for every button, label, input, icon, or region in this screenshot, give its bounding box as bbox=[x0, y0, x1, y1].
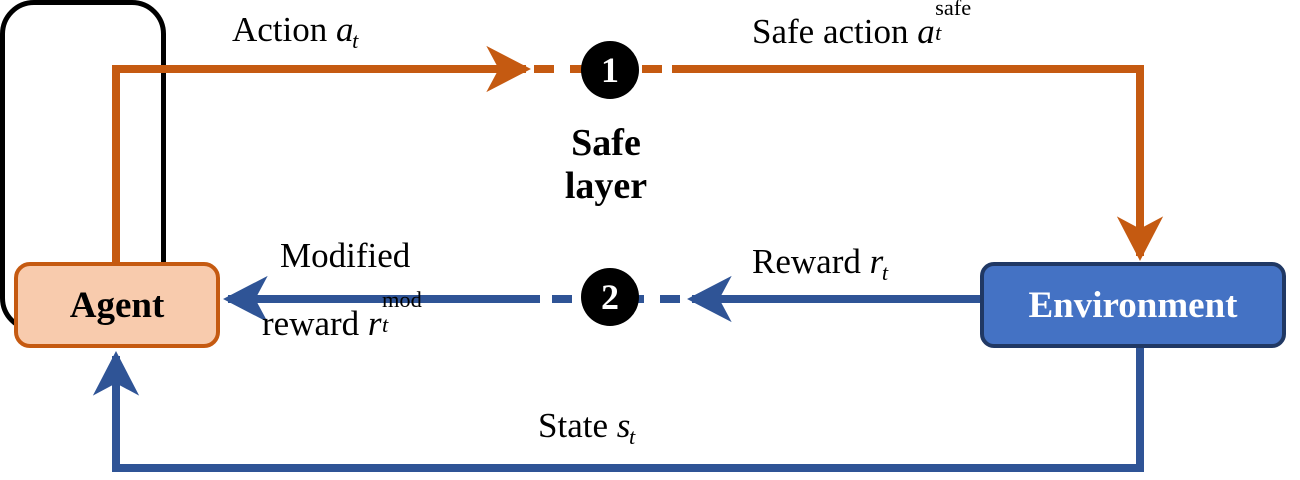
edge-label-action-subscript: t bbox=[352, 27, 359, 53]
edge-label-modified-reward-text1: Modified bbox=[280, 236, 411, 275]
edge-action-line bbox=[112, 45, 531, 262]
agent-node[interactable]: Agent bbox=[14, 262, 220, 348]
step-badge-1-label: 1 bbox=[601, 50, 619, 90]
edge-label-modified-reward-subscript: t bbox=[381, 311, 389, 337]
environment-label: Environment bbox=[1028, 284, 1238, 326]
environment-node[interactable]: Environment bbox=[980, 262, 1286, 348]
edge-label-action-text: Action bbox=[232, 10, 328, 49]
safe-layer-label: Safe layer bbox=[516, 122, 696, 207]
edge-label-state-subscript: t bbox=[629, 423, 636, 449]
edge-label-state: State st bbox=[538, 406, 635, 450]
edge-label-state-text: State bbox=[538, 406, 608, 445]
edge-label-modified-reward-line2: reward r mod t bbox=[262, 287, 422, 344]
step-badge-2[interactable]: 2 bbox=[581, 268, 639, 326]
edge-label-state-symbol: s bbox=[616, 406, 631, 445]
edge-label-modified-reward-superscript: mod bbox=[381, 287, 422, 313]
edge-label-reward: Reward rt bbox=[752, 242, 888, 286]
edge-label-safe-action-superscript: safe bbox=[935, 0, 972, 21]
edge-label-reward-text: Reward bbox=[752, 242, 861, 281]
agent-label: Agent bbox=[69, 284, 165, 326]
edge-state-line bbox=[92, 348, 1144, 472]
edge-label-modified-reward-text2: reward bbox=[262, 304, 360, 343]
edge-label-modified-reward-line1: Modified bbox=[280, 236, 410, 276]
safe-layer-label-line1: Safe bbox=[571, 122, 641, 164]
edge-label-safe-action-subscript: t bbox=[935, 19, 942, 45]
edge-label-reward-symbol: r bbox=[869, 242, 884, 281]
edge-label-modified-reward-symbol: r bbox=[367, 304, 382, 343]
edge-label-action: Action at bbox=[232, 10, 358, 54]
edge-safe-action-line bbox=[672, 65, 1164, 261]
safe-layer-label-line2: layer bbox=[564, 164, 648, 207]
edge-label-safe-action: Safe action a safe t bbox=[752, 0, 971, 52]
step-badge-2-label: 2 bbox=[601, 277, 619, 317]
edge-label-safe-action-symbol: a bbox=[917, 12, 935, 51]
edge-label-action-symbol: a bbox=[336, 10, 354, 49]
step-badge-1[interactable]: 1 bbox=[581, 41, 639, 99]
edge-label-safe-action-text: Safe action bbox=[752, 12, 909, 51]
edge-label-reward-subscript: t bbox=[881, 259, 889, 285]
